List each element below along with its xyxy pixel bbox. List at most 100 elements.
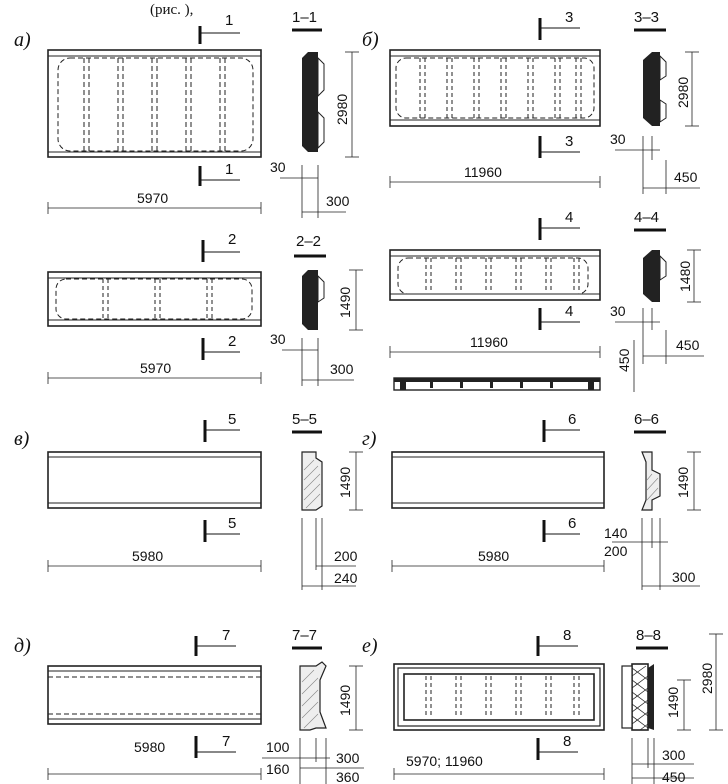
reinforcement-outline [55, 278, 253, 320]
cut-marker-top: 2 [201, 231, 240, 262]
dim-offset: 200 [334, 548, 358, 564]
length-dimension: 11960 [389, 164, 601, 188]
section-hatch [301, 669, 319, 729]
cut-marker-bottom: 7 [194, 733, 236, 758]
section-title: 4–4 [634, 209, 659, 226]
cut-label: 2 [228, 333, 236, 350]
panel-elevation [389, 49, 601, 127]
dim-offset: 30 [610, 303, 626, 319]
cut-label: 5 [228, 411, 236, 428]
cut-marker-bottom: 4 [538, 303, 580, 330]
cut-label: 6 [568, 411, 576, 428]
thickness-dimension: 300 450 [631, 738, 694, 784]
reinforcement-outline [57, 57, 254, 152]
dim-offset: 100 [266, 739, 290, 755]
thickness-dimension: 30 450 450 [610, 303, 704, 392]
dim-thickness: 240 [334, 570, 358, 586]
thickness-dimension: 200 240 [301, 518, 358, 590]
dim-thickness: 450 [676, 337, 700, 353]
section-insulation-hatch [631, 665, 649, 731]
section-rib [659, 54, 667, 123]
cut-label: 8 [563, 627, 571, 644]
section-profile [299, 661, 327, 731]
length-dimension: 5980 [391, 548, 605, 572]
reinforcement-ribs [83, 58, 226, 151]
cut-marker-bottom: 5 [203, 515, 240, 542]
cut-marker-top: 3 [538, 9, 580, 40]
height-dimension: 1490 [337, 269, 363, 331]
section-title: 5–5 [292, 411, 317, 428]
cut-marker-top: 5 [203, 411, 240, 442]
section-title: 2–2 [296, 233, 321, 250]
panel-letter: г) [362, 428, 377, 450]
dim-length: 5970 [137, 190, 168, 206]
cut-label: 7 [222, 733, 230, 750]
section-profile [643, 52, 660, 126]
dim-length: 5970; 11960 [406, 753, 483, 769]
panel-a2: 2 2 5970 2–2 1490 30 300 [47, 231, 363, 386]
cut-marker-bottom: 6 [542, 515, 580, 542]
reinforcement-ribs [425, 258, 580, 292]
panel-letter: д) [14, 635, 31, 657]
length-dimension: 5980 [47, 548, 262, 572]
dim-length: 5980 [134, 739, 165, 755]
dim-thickness: 300 [336, 750, 360, 766]
cut-marker-top: 8 [536, 627, 578, 656]
panel-v: в) 5 5 5980 5–5 [14, 411, 363, 590]
dim-length: 5970 [140, 360, 171, 376]
dim-height: 1490 [675, 467, 691, 498]
cut-label: 6 [568, 515, 576, 532]
cut-label: 2 [228, 231, 236, 248]
side-profile [393, 377, 601, 391]
dim-height: 1490 [665, 687, 681, 718]
reinforcement-outline [395, 57, 595, 119]
dim-offset: 140 [604, 525, 628, 541]
cut-label: 3 [565, 9, 573, 26]
panel-e: е) 8 8 5970; 11960 8–8 [362, 627, 723, 784]
height-dimension: 2980 [675, 51, 699, 127]
dim-thickness: 300 [330, 361, 354, 377]
dim-length: 11960 [464, 164, 502, 180]
dim-height: 1490 [337, 685, 353, 716]
panel-g: г) 6 6 5980 6–6 14 [362, 411, 701, 590]
dim-length: 5980 [478, 548, 509, 564]
dim-thickness-2: 360 [336, 769, 360, 784]
cut-marker-top: 1 [198, 12, 240, 44]
panel-a: а) 1 1 5970 1–1 [14, 9, 359, 218]
dim-offset-2: 200 [604, 543, 628, 559]
panel-letter: б) [362, 29, 379, 51]
dim-thickness: 300 [672, 569, 696, 585]
length-dimension: 11960 [389, 334, 601, 358]
section-title: 3–3 [634, 9, 659, 26]
panel-elevation [389, 249, 601, 301]
panel-d: д) 7 7 5980 7–7 [14, 627, 364, 784]
panel-elevation [47, 451, 262, 509]
dim-thickness: 300 [662, 747, 686, 763]
section-title: 8–8 [636, 627, 661, 644]
panel-elevation [393, 663, 605, 731]
cut-label: 4 [565, 209, 573, 226]
cut-marker-bottom: 3 [538, 133, 580, 158]
section-hatch [303, 459, 321, 509]
height-dimension: 1490 [337, 451, 363, 511]
thickness-dimension: 30 300 [270, 159, 350, 218]
section-profile [643, 250, 660, 302]
reinforcement-outline [397, 257, 589, 295]
section-hatch [646, 473, 659, 501]
dim-offset: 30 [610, 131, 626, 147]
dim-extra: 450 [616, 348, 632, 372]
height-dimension: 1490 [675, 451, 701, 511]
panel-elevation [47, 49, 262, 158]
length-dimension: 5970 [47, 360, 262, 384]
reinforcement-ribs [102, 279, 213, 319]
cut-label: 1 [225, 161, 233, 178]
panel-elevation [47, 271, 262, 327]
cut-marker-top: 6 [542, 411, 580, 442]
cut-marker-top: 7 [194, 627, 236, 656]
cut-label: 3 [565, 133, 573, 150]
cut-label: 1 [225, 12, 233, 29]
length-dimension: 5970 [47, 190, 262, 214]
dim-offset-2: 160 [266, 761, 290, 777]
section-title: 7–7 [292, 627, 317, 644]
